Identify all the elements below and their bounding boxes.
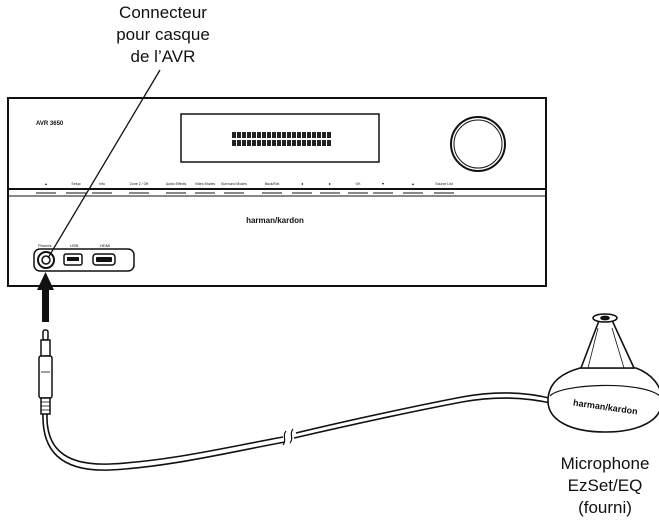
display-segment bbox=[292, 132, 296, 138]
receiver-lower-panel bbox=[7, 188, 547, 287]
front-button[interactable]: ▲ bbox=[403, 182, 423, 194]
display-segment bbox=[302, 140, 306, 146]
display-segment bbox=[272, 140, 276, 146]
display-segment bbox=[232, 140, 236, 146]
front-jack-panel bbox=[33, 248, 135, 272]
callout-line: pour casque bbox=[116, 25, 210, 44]
microphone-cable bbox=[42, 392, 556, 471]
display-segment bbox=[297, 140, 301, 146]
display-segment bbox=[272, 132, 276, 138]
display-segment bbox=[267, 140, 271, 146]
front-button[interactable]: Back/Exit bbox=[262, 182, 282, 194]
callout-line: de l’AVR bbox=[130, 47, 196, 66]
display-segment bbox=[242, 132, 246, 138]
display-segment bbox=[232, 132, 236, 138]
display-segment bbox=[237, 132, 241, 138]
front-button[interactable]: ▲ bbox=[36, 182, 56, 194]
display-segment bbox=[292, 140, 296, 146]
ezset-microphone bbox=[547, 313, 659, 433]
display-segments bbox=[232, 132, 331, 146]
display-segment bbox=[327, 140, 331, 146]
display-segment bbox=[312, 140, 316, 146]
front-button-label: Info bbox=[99, 182, 105, 186]
display-segment bbox=[247, 140, 251, 146]
display-segment bbox=[257, 132, 261, 138]
headphone-connector-callout: Connecteur pour casque de l’AVR bbox=[92, 2, 234, 68]
front-button-label: Video Modes bbox=[195, 182, 216, 186]
hdmi-port[interactable] bbox=[92, 253, 116, 266]
display-segment bbox=[287, 132, 291, 138]
front-button[interactable]: Video Modes bbox=[195, 182, 216, 194]
usb-port[interactable] bbox=[63, 253, 83, 266]
front-button-label: Audio Effects bbox=[166, 182, 187, 186]
display-segment bbox=[252, 140, 256, 146]
front-button[interactable]: Setup bbox=[66, 182, 86, 194]
front-button[interactable]: OK bbox=[348, 182, 368, 194]
callout-line: Connecteur bbox=[119, 3, 207, 22]
front-display bbox=[180, 113, 380, 163]
display-segment bbox=[312, 132, 316, 138]
display-segment bbox=[267, 132, 271, 138]
display-segment bbox=[277, 132, 281, 138]
headphone-plug bbox=[38, 329, 53, 415]
display-segment bbox=[317, 140, 321, 146]
phones-jack-label: Phones bbox=[38, 243, 52, 248]
display-segment bbox=[287, 140, 291, 146]
callout-line: EzSet/EQ bbox=[567, 476, 643, 495]
front-button-row: ▲ Setup Info Zone 2 / Off Audio Effects Video… bbox=[36, 182, 454, 194]
display-segment bbox=[237, 140, 241, 146]
display-segment bbox=[317, 132, 321, 138]
front-button-label: ◄ bbox=[300, 182, 303, 186]
display-segment bbox=[302, 132, 306, 138]
front-button-label: OK bbox=[355, 182, 361, 186]
front-button-label: Source List bbox=[435, 182, 453, 186]
display-segment bbox=[262, 140, 266, 146]
display-segment bbox=[297, 132, 301, 138]
display-segment bbox=[307, 140, 311, 146]
callout-line: (fourni) bbox=[578, 498, 632, 517]
front-button[interactable]: Zone 2 / Off bbox=[129, 182, 149, 194]
display-segment bbox=[322, 132, 326, 138]
volume-knob[interactable] bbox=[450, 116, 506, 172]
front-button-label: Back/Exit bbox=[265, 182, 280, 186]
front-button[interactable]: Audio Effects bbox=[166, 182, 187, 194]
front-button-label: Setup bbox=[71, 182, 80, 186]
display-segment bbox=[327, 132, 331, 138]
display-segment bbox=[322, 140, 326, 146]
front-button[interactable]: Source List bbox=[434, 182, 454, 194]
front-button[interactable]: ► bbox=[320, 182, 340, 194]
insert-arrow bbox=[37, 272, 54, 322]
headphone-jack[interactable] bbox=[37, 251, 55, 269]
display-segment bbox=[252, 132, 256, 138]
usb-jack-label: USB bbox=[70, 243, 79, 248]
front-button-label: Zone 2 / Off bbox=[130, 182, 148, 186]
front-button-label: ▲ bbox=[411, 182, 414, 186]
display-segment bbox=[282, 132, 286, 138]
display-segment bbox=[307, 132, 311, 138]
front-button-label: Surround Modes bbox=[221, 182, 247, 186]
front-button-label: ► bbox=[328, 182, 331, 186]
display-segment bbox=[282, 140, 286, 146]
display-segment bbox=[277, 140, 281, 146]
callout-line: Microphone bbox=[560, 454, 650, 473]
receiver-brand-logo: harman/kardon bbox=[246, 216, 304, 225]
front-button[interactable]: ◄ bbox=[292, 182, 312, 194]
hdmi-jack-label: HDMI bbox=[100, 243, 110, 248]
callout-leader-line bbox=[47, 69, 161, 259]
front-button-label: ▲ bbox=[44, 182, 47, 186]
front-button[interactable]: ▼ bbox=[373, 182, 393, 194]
display-segment bbox=[257, 140, 261, 146]
display-segment bbox=[242, 140, 246, 146]
front-button[interactable]: Surround Modes bbox=[221, 182, 247, 194]
front-button-label: ▼ bbox=[381, 182, 384, 186]
display-segment bbox=[247, 132, 251, 138]
front-button[interactable]: Info bbox=[92, 182, 112, 194]
model-badge: AVR 3650 bbox=[36, 121, 64, 127]
display-segment bbox=[262, 132, 266, 138]
microphone-callout: Microphone EzSet/EQ (fourni) bbox=[545, 453, 659, 519]
